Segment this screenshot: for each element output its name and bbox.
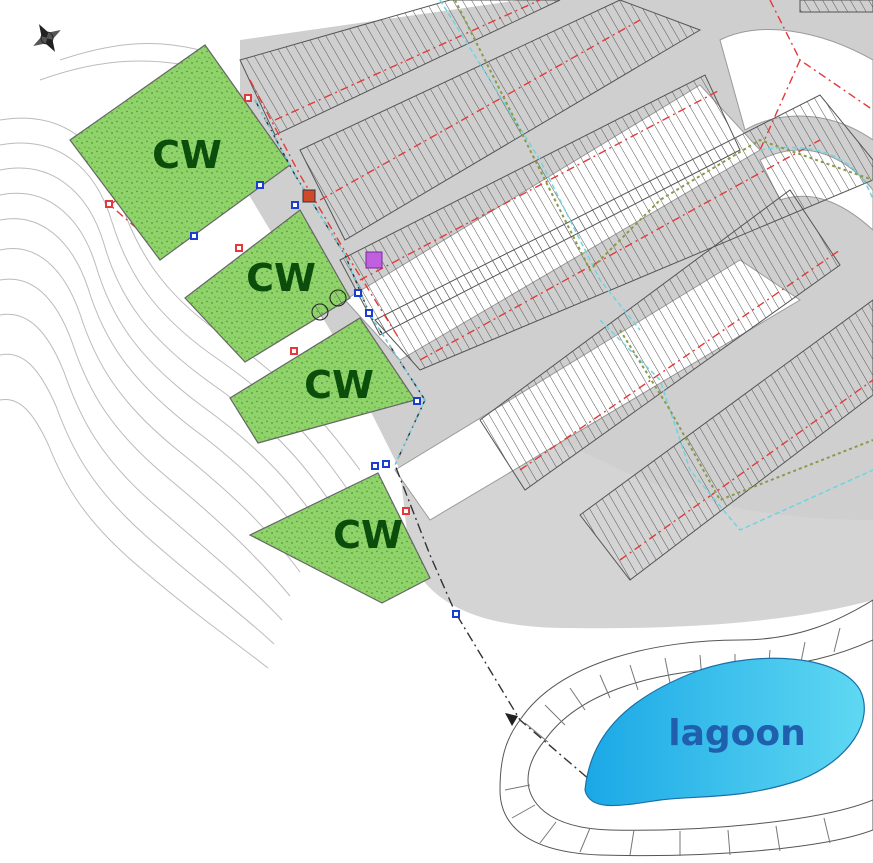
lagoon-embankment	[499, 599, 873, 857]
constructed-wetland-2: CW	[184, 209, 351, 363]
north-arrow-icon	[33, 24, 61, 52]
flow-arrow-icon	[505, 713, 518, 726]
pump-station-symbols	[302, 189, 383, 321]
embankment-ticks	[504, 627, 841, 856]
wetland-label-3: CW	[304, 363, 374, 407]
wetland-label-2: CW	[246, 256, 316, 300]
outlet-markers-blue	[190, 181, 460, 618]
outlet-markers-red	[105, 94, 410, 515]
constructed-wetland-4: CW	[248, 472, 431, 604]
wetland-label-4: CW	[333, 513, 403, 557]
olive-pipeline	[454, 0, 873, 502]
lagoon-label: lagoon	[668, 713, 806, 754]
lagoon-water	[584, 657, 865, 807]
feed-pipe	[254, 99, 591, 781]
hatched-rows	[239, 0, 873, 581]
wetland-label-1: CW	[152, 133, 222, 177]
contour-lines	[0, 42, 361, 669]
cyan-pipeline	[439, 0, 873, 531]
